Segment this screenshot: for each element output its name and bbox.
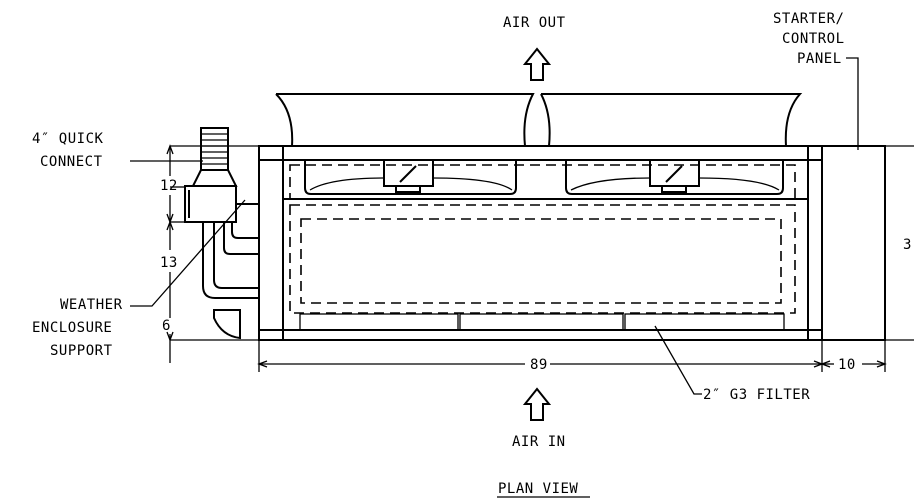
dim-3: 3	[903, 237, 912, 253]
unit-outer-frame	[258, 145, 823, 341]
dim-89: 89	[530, 357, 548, 373]
air-in-label: AIR IN	[512, 434, 566, 450]
dim-13: 13	[160, 255, 178, 271]
quick-connect-label-2: CONNECT	[40, 154, 103, 170]
air-in-arrow	[522, 387, 552, 421]
starter-label-3: PANEL	[797, 51, 842, 67]
left-dimension-stack	[166, 144, 259, 363]
quick-connect-assembly	[184, 127, 259, 340]
dim-10: 10	[838, 357, 856, 373]
weather-label-1: WEATHER	[60, 297, 123, 313]
quick-connect-label-1: 4″ QUICK	[32, 131, 104, 147]
weather-label-2: ENCLOSURE	[32, 320, 112, 336]
air-out-arrow	[522, 47, 552, 81]
starter-leader	[846, 57, 859, 150]
discharge-hood-right	[540, 93, 803, 147]
plan-view-title: PLAN VIEW	[498, 481, 578, 497]
filter-leader	[654, 325, 702, 395]
bottom-dimension	[257, 340, 887, 372]
dim-6: 6	[162, 318, 171, 334]
starter-control-panel-box	[821, 145, 886, 341]
fan-housing-right	[565, 159, 784, 195]
filter-label: 2″ G3 FILTER	[703, 387, 810, 403]
starter-label-2: CONTROL	[782, 31, 845, 47]
fan-housing-left	[304, 159, 517, 195]
starter-label-1: STARTER/	[773, 11, 844, 27]
hidden-line-coil	[300, 218, 782, 304]
weather-enclosure-leader	[130, 199, 246, 307]
dim-12: 12	[160, 178, 178, 194]
hidden-line-fan-zone	[289, 164, 796, 200]
filter-bank	[299, 313, 785, 331]
weather-label-3: SUPPORT	[50, 343, 113, 359]
air-out-label: AIR OUT	[503, 15, 566, 31]
discharge-hood-left	[275, 93, 535, 147]
hidden-line-inner	[289, 204, 796, 314]
